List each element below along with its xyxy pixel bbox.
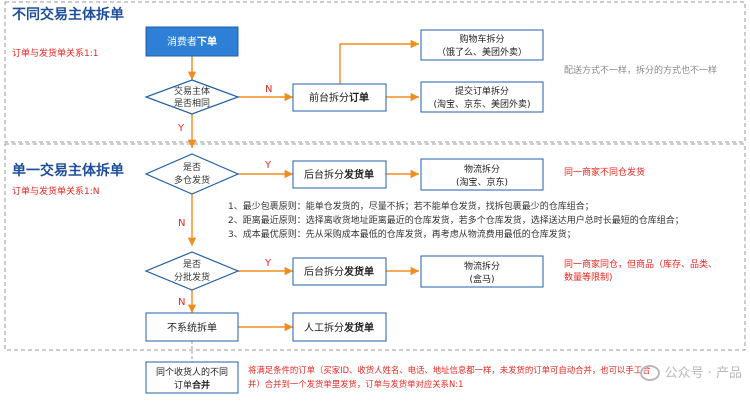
decision-same-entity [144, 79, 240, 115]
node-cart-split [420, 29, 544, 61]
svg-text:后台拆分发货单: 后台拆分发货单 [304, 265, 374, 278]
node-no-system-split [145, 312, 239, 342]
note-same-merchant-same-warehouse-2: 数量等限制) [564, 273, 613, 283]
node-merge-line2: 订单 [174, 379, 192, 391]
edge-label-n3: N [178, 297, 185, 308]
node-merge-orders [145, 361, 239, 394]
wechat-icon [639, 365, 660, 381]
edge-label-n1: N [265, 84, 272, 95]
node-logistics2-line1: 物流拆分 [464, 260, 500, 272]
node-cart-split-line2: （饿了么、美团外卖） [437, 46, 527, 58]
decision-multi-warehouse-line1: 是否 [183, 162, 201, 173]
rule-least-package: 1、最少包裹原则：能单仓发货的，尽量不拆；若不能单仓发货，找拆包裹最少的仓库组合… [228, 202, 594, 212]
note-same-merchant-diff-warehouse: 同一商家不同仓发货 [564, 168, 646, 178]
node-manual-split-label-bold: 发货单 [343, 321, 374, 334]
edge-label-y3: Y [264, 258, 272, 269]
node-manual-split [292, 312, 387, 342]
edge-label-y2: Y [264, 160, 272, 171]
node-consumer-order [145, 26, 239, 57]
node-merge-line1: 同个收货人的不同 [156, 366, 228, 378]
svg-text:订单合并: 订单合并 [174, 379, 210, 391]
decision-batch-shipping-line1: 是否 [183, 259, 201, 270]
svg-text:前台拆分订单: 前台拆分订单 [309, 91, 369, 104]
node-logistics2-line2: (盒马) [469, 273, 494, 285]
node-back-split-shipment-1 [292, 160, 387, 189]
node-no-split-label: 不系统拆单 [167, 321, 217, 334]
decision-multi-warehouse [144, 153, 240, 195]
section-frame-top [4, 1, 746, 143]
node-submit-split-line1: 提交订单拆分 [455, 85, 509, 97]
node-consumer-label-bold: 下单 [197, 35, 217, 48]
node-consumer-label: 消费者 [167, 35, 197, 48]
section-subtitle-bottom: 订单与发货单关系1:N [12, 187, 100, 197]
edge-label-n2: N [178, 218, 185, 229]
node-back-split2-label-bold: 发货单 [343, 265, 374, 278]
node-submit-split-line2: (淘宝、京东、美团外卖) [433, 98, 530, 110]
section-subtitle-top: 订单与发货单关系1:1 [12, 49, 99, 59]
node-logistics1-line2: (淘宝、京东) [456, 176, 508, 188]
decision-batch-shipping [144, 251, 240, 291]
node-back-split-shipment-2 [292, 257, 387, 286]
node-submit-split [420, 81, 544, 113]
decision-multi-warehouse-line2: 多仓发货 [174, 174, 210, 186]
note-same-merchant-same-warehouse-1: 同一商家同仓，但商品（库存、品类、 [564, 260, 718, 270]
node-cart-split-line1: 购物车拆分 [459, 33, 504, 45]
node-front-split-order [292, 83, 387, 112]
svg-text:消费者下单: 消费者下单 [167, 35, 217, 48]
node-manual-split-label: 人工拆分 [304, 321, 344, 334]
section-title-bottom: 单一交易主体拆单 [12, 163, 124, 179]
watermark: 公众号 · 产品 [639, 362, 742, 381]
node-back-split2-label: 后台拆分 [304, 265, 344, 278]
note-delivery-method: 配送方式不一样，拆分的方式也不一样 [564, 66, 718, 76]
node-front-split-label: 前台拆分 [309, 91, 349, 104]
svg-text:人工拆分发货单: 人工拆分发货单 [304, 321, 374, 334]
node-front-split-label-bold: 订单 [349, 91, 369, 104]
node-back-split1-label-bold: 发货单 [343, 168, 374, 181]
node-back-split1-label: 后台拆分 [304, 168, 344, 181]
note-merge-2: 并）合并到一个发货单里发货，订单与发货单对应关系N:1 [248, 379, 464, 389]
decision-same-entity-line1: 交易主体 [174, 85, 210, 97]
section-frame-bottom [4, 143, 746, 351]
node-logistics1-line1: 物流拆分 [464, 163, 500, 175]
watermark-text: 公众号 · 产品 [664, 365, 742, 381]
decision-batch-shipping-line2: 分批发货 [174, 271, 210, 283]
node-logistics-split-2 [420, 255, 544, 288]
note-merge-1: 将满足条件的订单（买家ID、收货人姓名、电话、地址信息都一样，未发货的订单可自动… [248, 365, 651, 375]
arrow-front-split-to-cart [339, 39, 419, 84]
node-merge-line2-bold: 合并 [192, 379, 210, 391]
edge-label-y1: Y [177, 123, 185, 134]
rule-nearest-distance: 2、距离最近原则：选择离收货地址距离最近的仓库发货，若多个仓库发货，选择送达用户… [228, 216, 684, 226]
section-title-top: 不同交易主体拆单 [12, 7, 124, 23]
svg-text:后台拆分发货单: 后台拆分发货单 [304, 168, 374, 181]
decision-same-entity-line2: 是否相同 [174, 97, 210, 109]
node-logistics-split-1 [420, 158, 544, 191]
rule-optimal-cost: 3、成本最优原则：先从采购成本最低的仓库发货，再考虑从物流费用最低的仓库发货； [228, 230, 576, 240]
